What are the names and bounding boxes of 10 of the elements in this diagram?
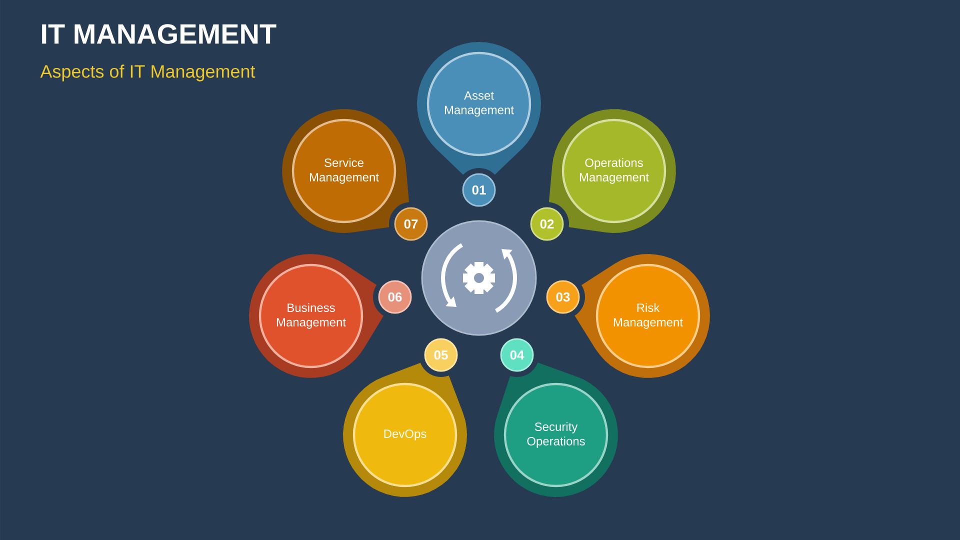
number-badge: 07: [394, 207, 428, 241]
number-badge: 03: [546, 280, 580, 314]
number-badge: 05: [424, 338, 458, 372]
number-badge: 04: [500, 338, 534, 372]
number-badge: 01: [462, 173, 496, 207]
number-badge: 02: [530, 207, 564, 241]
number-badge: 06: [378, 280, 412, 314]
hub-circle: [421, 220, 537, 336]
subtitle: Aspects of IT Management: [40, 64, 256, 82]
title: IT MANAGEMENT: [42, 24, 276, 44]
